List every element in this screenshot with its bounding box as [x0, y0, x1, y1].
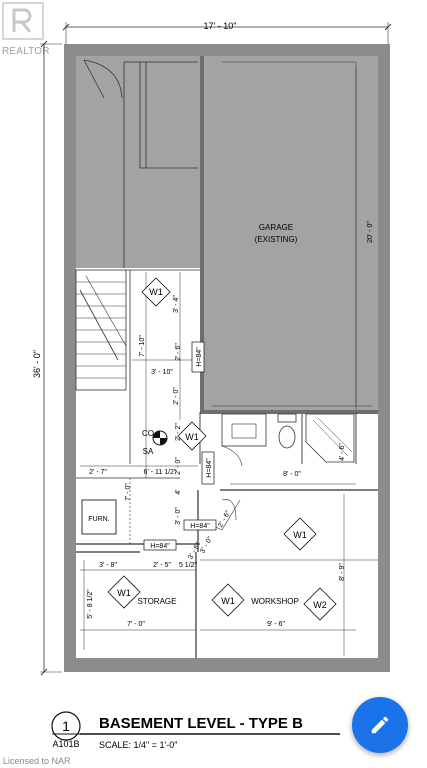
- dim-stair-length: 7' - 10": [139, 335, 146, 357]
- title-sheet: A101B: [52, 739, 79, 749]
- overall-width-label: 17' - 10": [204, 21, 237, 31]
- inner-dimension-lines: [80, 66, 357, 656]
- window-tag-w1-mid: [177, 421, 207, 451]
- sa-label: SA: [143, 447, 154, 456]
- workshop-label: WORKSHOP: [251, 597, 299, 606]
- dim-5-8: 5' - 8 1/2": [87, 589, 94, 619]
- w2-label: W2: [313, 600, 327, 610]
- h84-tag-stair: H=84": [196, 347, 203, 367]
- title-text: BASEMENT LEVEL - TYPE B: [99, 715, 303, 732]
- garage-label: GARAGE: [259, 223, 293, 232]
- title-scale: SCALE: 1/4" = 1'-0": [99, 740, 177, 750]
- realtor-logo: [0, 0, 46, 42]
- dim-stair-top: 3' - 4": [173, 295, 180, 313]
- edit-button[interactable]: [352, 697, 408, 753]
- watermark-label: REALTOR: [2, 46, 50, 57]
- furnace-box: [81, 499, 117, 535]
- license-text: Licensed to NAR: [3, 756, 71, 766]
- dim-2-2: 2' - 2": [175, 423, 182, 441]
- h84-tag-workshop: H=84": [190, 523, 210, 530]
- h84-tag-storage: H=84": [150, 543, 170, 550]
- smoke-detector-symbol: [152, 430, 168, 446]
- storage-label: STORAGE: [138, 597, 177, 606]
- top-dimension: [62, 22, 392, 45]
- left-dimension: [40, 40, 62, 676]
- dim-7-0b: 7' - 0": [127, 621, 145, 628]
- window-tag-w2: [303, 587, 337, 621]
- dim-9-6: 9' - 6": [267, 621, 285, 628]
- realtor-logo-icon: [2, 2, 44, 40]
- dim-4-6: 4' - 6": [339, 443, 346, 461]
- pencil-icon: [371, 716, 389, 734]
- co-label: CO: [142, 429, 154, 438]
- dim-2-0b: 2' - 0": [175, 457, 182, 475]
- garage-depth-dim: 20' - 0": [367, 221, 374, 243]
- window-tag-w1-workshop: [283, 517, 317, 551]
- bathroom: [199, 412, 357, 467]
- dim-2-5: 2' - 5": [153, 562, 171, 569]
- garage-wall: [200, 56, 378, 414]
- dim-8-9: 8' - 9": [339, 563, 346, 581]
- dim-8-0: 8' - 0": [283, 471, 301, 478]
- dim-5-1: 5 1/2": [179, 562, 198, 569]
- dim-stair-width: 3' - 10": [151, 369, 173, 376]
- title-number: 1: [62, 718, 70, 734]
- window-tag-w1-low: [211, 583, 245, 617]
- w1-low-label: W1: [221, 596, 235, 606]
- dim-4: 4': [175, 489, 182, 494]
- title-block: [51, 711, 340, 741]
- dim-3-8: 3' - 8": [99, 562, 117, 569]
- garage-sub-label: (EXISTING): [255, 235, 298, 244]
- dim-3-0a: 3' - 0": [175, 507, 182, 525]
- w1-mid-label: W1: [185, 432, 199, 442]
- dim-6-11: 6' - 11 1/2": [144, 469, 177, 476]
- garage-area: [202, 56, 378, 412]
- w1-workshop-label: W1: [293, 530, 307, 540]
- overall-depth-label: 36' - 0": [32, 350, 42, 378]
- dim-7-0a: 7' - 0": [125, 483, 132, 501]
- w1-top-label: W1: [149, 287, 163, 297]
- window-tag-w1-top: [141, 277, 171, 307]
- w1-storage-label: W1: [117, 588, 131, 598]
- window-tag-w1-storage: [107, 575, 141, 609]
- dim-stair-width2: 2' - 6": [175, 343, 182, 361]
- upper-left-area: [76, 56, 202, 268]
- dim-2-7: 2' - 7": [89, 469, 107, 476]
- dim-2-0: 2' - 0": [173, 387, 180, 405]
- furnace-label: FURN.: [88, 516, 109, 523]
- staircase: [75, 269, 200, 464]
- h84-tag-hall: H=84": [206, 458, 213, 478]
